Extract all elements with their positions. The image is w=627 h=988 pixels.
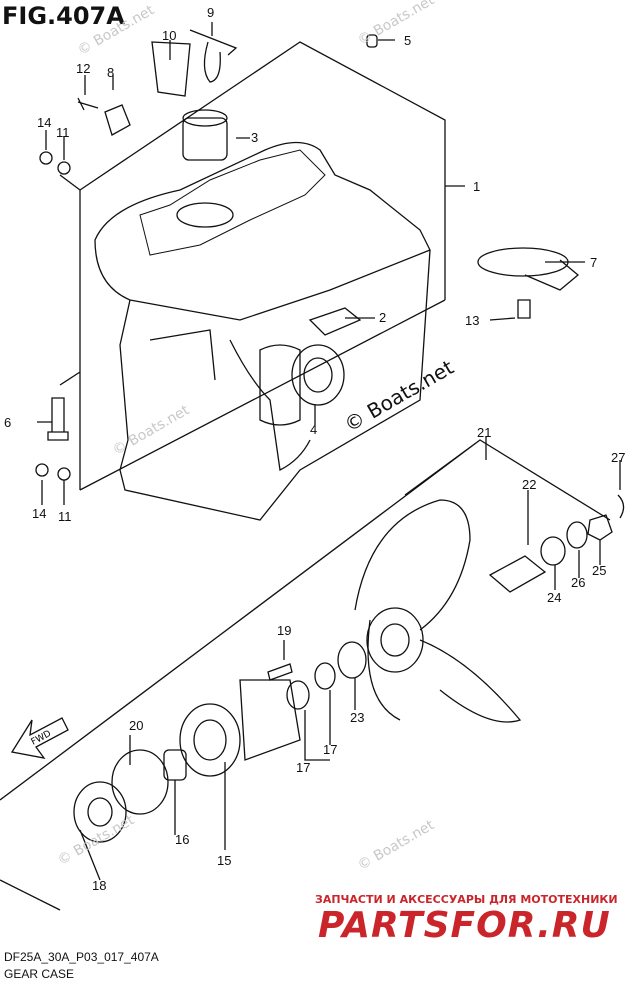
callout-27: 27 [611, 450, 626, 465]
callout-17b: 17 [296, 760, 311, 775]
callout-16: 16 [175, 832, 190, 847]
callout-3: 3 [251, 130, 259, 145]
callout-1: 1 [473, 179, 481, 194]
promo-tagline: ЗАПЧАСТИ И АКСЕССУАРЫ ДЛЯ МОТОТЕХНИКИ [315, 893, 618, 906]
callout-6: 6 [4, 415, 12, 430]
callout-8: 8 [107, 65, 115, 80]
callout-21: 21 [477, 425, 492, 440]
callout-25: 25 [592, 563, 607, 578]
callout-13: 13 [465, 313, 480, 328]
callout-14: 14 [37, 115, 52, 130]
callout-19: 19 [277, 623, 292, 638]
callout-9: 9 [207, 5, 215, 20]
callout-5: 5 [404, 33, 412, 48]
callout-18: 18 [92, 878, 107, 893]
callout-17: 17 [323, 742, 338, 757]
callout-24: 24 [547, 590, 562, 605]
frame-lines [59, 41, 446, 491]
propeller [354, 499, 522, 723]
callout-4: 4 [310, 422, 318, 437]
fwd-arrow [10, 717, 69, 759]
callout-2: 2 [379, 310, 387, 325]
callout-7: 7 [590, 255, 598, 270]
callout-23: 23 [350, 710, 365, 725]
propeller-frame [0, 439, 611, 801]
callout-20: 20 [129, 718, 144, 733]
callout-14b: 14 [32, 506, 47, 521]
figure-title: FIG.407A [2, 2, 125, 30]
callout-10: 10 [162, 28, 177, 43]
callout-26: 26 [571, 575, 586, 590]
gear-case-housing [94, 141, 431, 321]
callout-11: 11 [56, 125, 70, 140]
promo-brand-logo: PARTSFOR.RU [318, 905, 611, 946]
figure-code: DF25A_30A_P03_017_407A [4, 950, 159, 964]
callout-11b: 11 [58, 509, 72, 524]
callout-12: 12 [76, 61, 91, 76]
callout-22: 22 [522, 477, 537, 492]
callout-15: 15 [217, 853, 232, 868]
figure-name: GEAR CASE [4, 967, 75, 981]
